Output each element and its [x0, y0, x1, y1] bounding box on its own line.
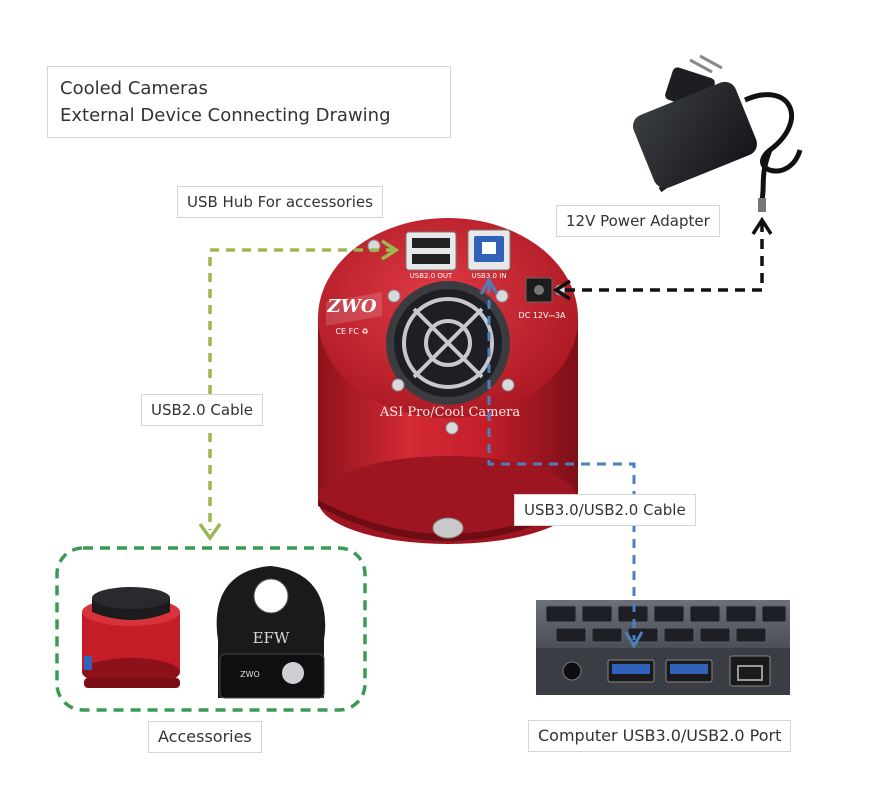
power-adapter-image	[633, 54, 803, 212]
accessories-label: Accessories	[148, 721, 262, 753]
filter-wheel-name: EFW	[253, 629, 290, 647]
usb2-port-label: USB2.0 OUT	[410, 272, 453, 280]
camera-model-label: ASI Pro/Cool Camera	[379, 405, 521, 420]
accessories-group-border	[55, 546, 367, 712]
camera-image: ZWO CE FC ♻ USB2.0 OUT USB3.0 IN DC 12V⎓…	[318, 218, 578, 544]
diagram-title: Cooled Cameras External Device Connectin…	[47, 66, 451, 138]
usb-hub-label: USB Hub For accessories	[177, 186, 383, 218]
usb3-cable-line	[479, 276, 644, 650]
usb3-port-label: USB3.0 IN	[471, 272, 506, 280]
title-line-2: External Device Connecting Drawing	[60, 105, 391, 126]
computer-port-label: Computer USB3.0/USB2.0 Port	[528, 720, 792, 752]
title-line-1: Cooled Cameras	[60, 78, 208, 99]
camera-brand-logo: ZWO	[326, 296, 376, 317]
laptop-image	[536, 600, 790, 695]
camera-cert-marks: CE FC ♻	[335, 327, 368, 336]
usb2-cable-line	[198, 239, 400, 542]
mini-camera-image	[82, 587, 180, 688]
power-cable-line	[552, 216, 773, 301]
power-spec-label: DC 12V⎓3A	[519, 311, 566, 320]
svg-text:ZWO: ZWO	[240, 670, 260, 679]
usb3-cable-label: USB3.0/USB2.0 Cable	[514, 494, 696, 526]
usb2-cable-label: USB2.0 Cable	[141, 394, 263, 426]
power-adapter-label: 12V Power Adapter	[556, 205, 720, 237]
filter-wheel-image: ZWO EFW	[216, 566, 326, 699]
